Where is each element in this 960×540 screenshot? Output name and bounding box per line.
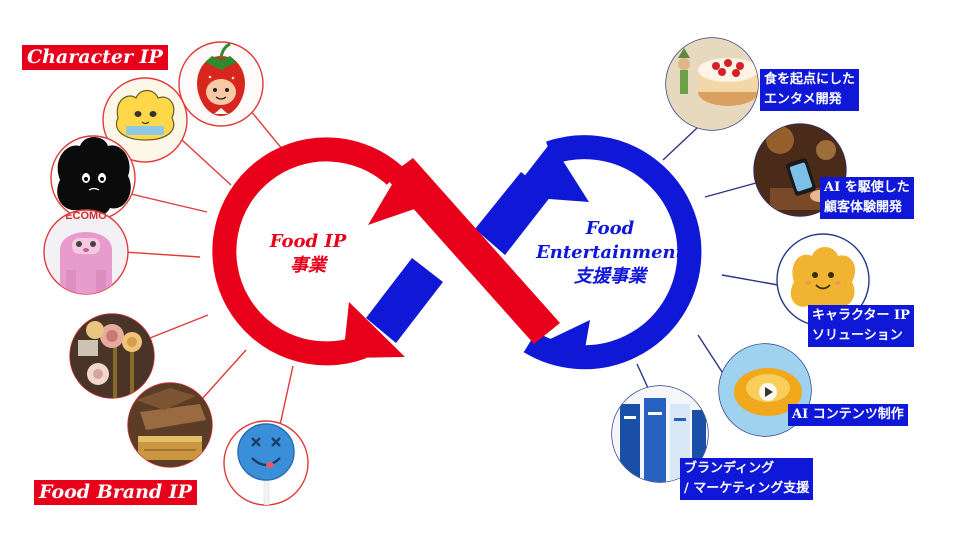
food-ip-subtitle: 事業	[290, 255, 326, 276]
blue-loop	[366, 135, 702, 370]
blue-arrowhead-top	[509, 142, 589, 202]
red-loop	[212, 137, 560, 366]
pink-character-caption: ECOMO	[65, 210, 107, 222]
yellow-sponge-character-icon	[776, 233, 870, 327]
food-brand-ip-label: Food Brand IP	[34, 480, 197, 505]
black-fluffy-character-icon	[50, 135, 136, 221]
left-connector-lines	[123, 109, 294, 426]
food-entertainment-subtitle: 支援事業	[574, 266, 646, 287]
character-ip-label: Character IP	[22, 45, 168, 70]
yellow-chick-character-icon	[102, 77, 188, 163]
rose-sweets-icon	[69, 313, 155, 399]
food-entertainment-title-2: Entertainment	[536, 242, 684, 263]
food-entertainment-dev-label: 食を起点にしたエンタメ開発	[760, 69, 860, 111]
red-arrowhead-bottom	[343, 302, 405, 358]
food-ip-title: Food IP	[269, 231, 347, 252]
branding-marketing-label: ブランディング/ マーケティング支援	[680, 458, 814, 500]
ai-content-label: AI コンテンツ制作	[788, 404, 908, 426]
blue-lollipop-icon	[223, 420, 309, 506]
pink-character-icon: ECOMO	[43, 209, 129, 295]
food-ip-center-text: Food IP 事業	[238, 230, 378, 278]
smartphone-cafe-icon	[753, 123, 847, 217]
food-entertainment-center-text: Food Entertainment 支援事業	[520, 217, 700, 289]
food-entertainment-title-1: Food	[585, 218, 635, 239]
strawberry-cake-icon	[665, 37, 759, 131]
right-connector-lines	[636, 127, 779, 389]
ai-cx-dev-label: AI を駆使した顧客体験開発	[820, 177, 914, 219]
brown-pastry-icon	[127, 382, 213, 468]
red-arrowhead-top	[368, 170, 426, 225]
blue-arrowhead-bottom	[523, 320, 590, 366]
strawberry-character-icon	[178, 41, 264, 127]
